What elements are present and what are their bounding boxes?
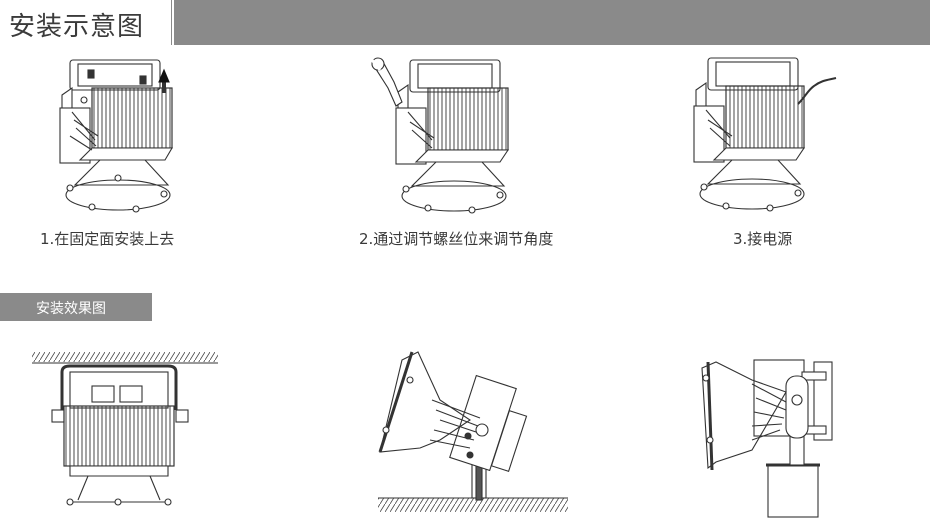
effect2-floor-mount-illustration xyxy=(378,351,568,512)
step2-caption: 2.通过调节螺丝位来调节角度 xyxy=(359,230,554,248)
header-divider xyxy=(172,0,174,45)
step1-caption: 1.在固定面安装上去 xyxy=(40,230,175,248)
effect3-pole-mount-illustration xyxy=(701,359,833,518)
effects-section-title: 安装效果图 xyxy=(36,301,106,317)
page-title: 安装示意图 xyxy=(9,12,145,42)
effect1-ceiling-mount-illustration xyxy=(32,352,218,506)
effects-section-tag xyxy=(0,293,152,321)
step3-caption: 3.接电源 xyxy=(733,230,793,248)
step2-lamp-illustration xyxy=(370,57,510,214)
step3-lamp-illustration xyxy=(693,57,837,212)
step1-lamp-illustration xyxy=(59,59,173,213)
header-title-box xyxy=(0,0,171,45)
